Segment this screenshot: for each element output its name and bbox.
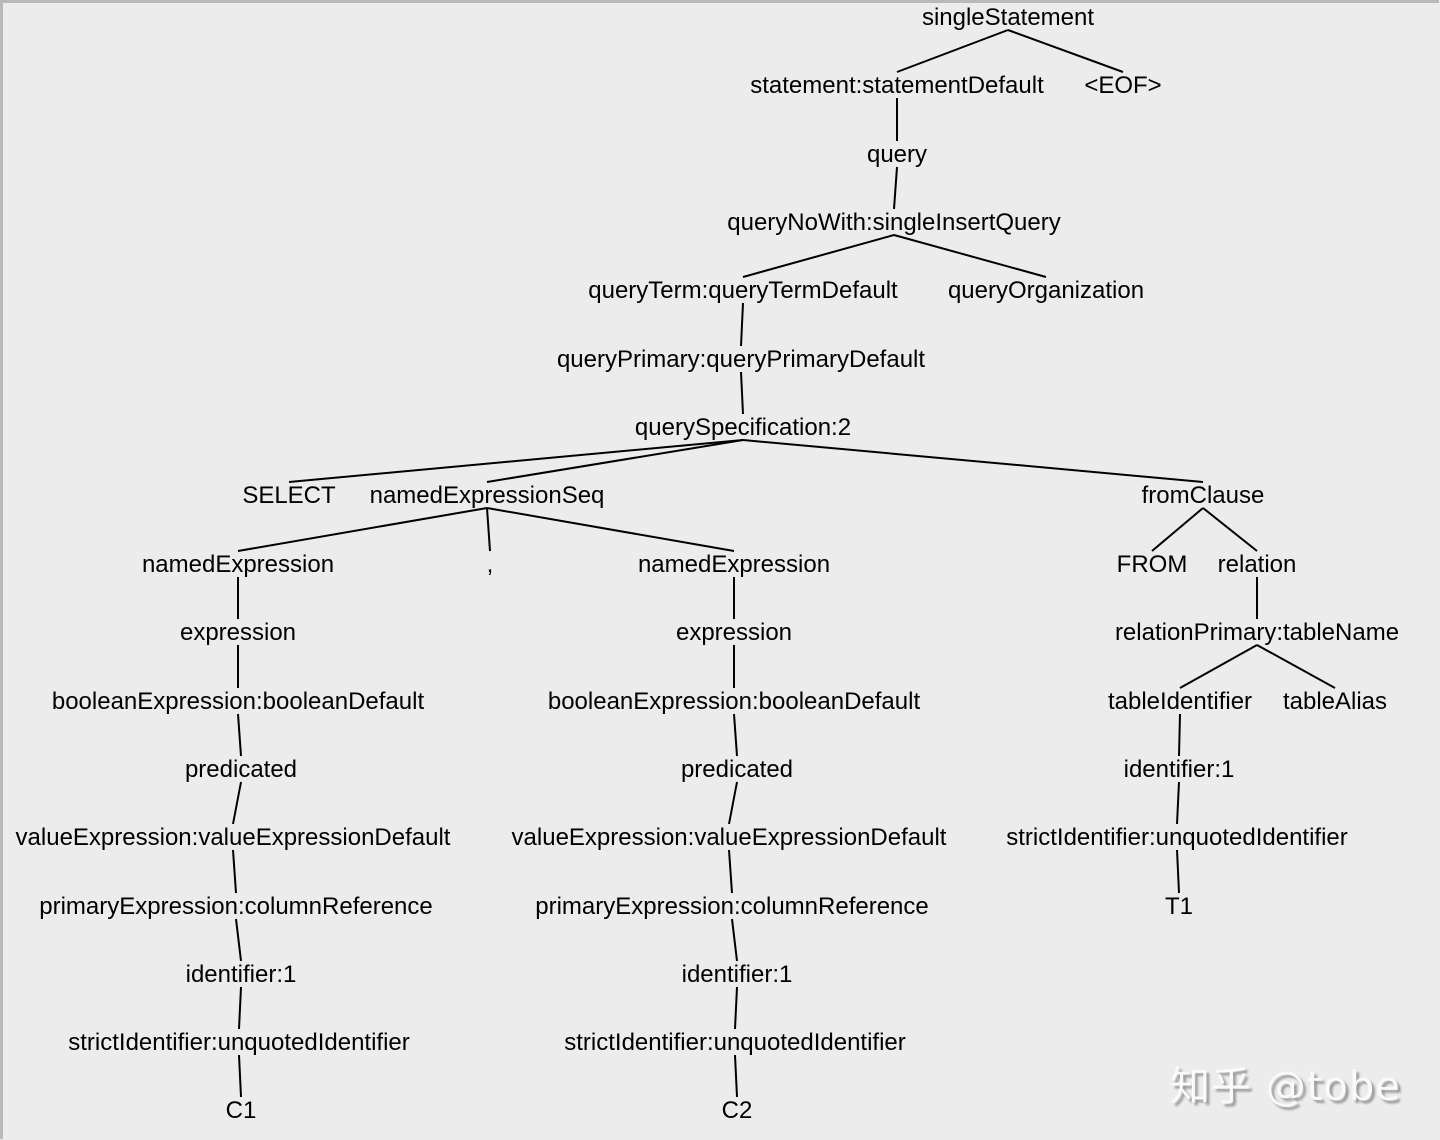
tree-node: C2	[722, 1097, 753, 1124]
tree-edge	[733, 713, 738, 757]
tree-node: booleanExpression:booleanDefault	[52, 688, 425, 715]
tree-node: C1	[226, 1097, 257, 1124]
tree-edge	[731, 918, 738, 962]
tree-edge	[235, 918, 242, 962]
tree-edge	[1256, 644, 1336, 689]
tree-node: queryTerm:queryTermDefault	[588, 277, 898, 304]
tree-node: querySpecification:2	[635, 414, 851, 441]
tree-node: strictIdentifier:unquotedIdentifier	[68, 1029, 410, 1056]
tree-edge	[238, 986, 242, 1030]
tree-node: namedExpressionSeq	[370, 482, 605, 509]
tree-node: T1	[1165, 893, 1193, 920]
tree-node: primaryExpression:columnReference	[39, 893, 433, 920]
tree-edge	[288, 439, 744, 483]
tree-edge	[1176, 849, 1180, 894]
tree-node: relationPrimary:tableName	[1115, 619, 1399, 646]
tree-edge	[734, 1054, 738, 1098]
tree-edge	[742, 439, 1204, 483]
tree-node: tableIdentifier	[1108, 688, 1252, 715]
tree-node: identifier:1	[682, 961, 793, 988]
tree-edge	[232, 849, 237, 894]
tree-edge	[734, 986, 738, 1030]
tree-node: relation	[1218, 551, 1297, 578]
tree-edge	[740, 371, 744, 415]
watermark: 知乎 @tobe	[1170, 1064, 1401, 1110]
tree-node: predicated	[185, 756, 297, 783]
tree-node: valueExpression:valueExpressionDefault	[512, 824, 947, 851]
tree-edge	[728, 781, 738, 825]
tree-edge	[237, 713, 242, 757]
tree-edge	[238, 1054, 242, 1098]
tree-node: query	[867, 141, 927, 168]
tree-edge	[742, 234, 895, 278]
tree-node: namedExpression	[142, 551, 334, 578]
tree-node: valueExpression:valueExpressionDefault	[16, 824, 451, 851]
tree-node: SELECT	[242, 482, 336, 509]
tree-edge	[237, 507, 488, 552]
tree-edge	[1178, 713, 1181, 757]
tree-node: queryPrimary:queryPrimaryDefault	[557, 346, 925, 373]
tree-node: <EOF>	[1084, 72, 1161, 99]
tree-node: expression	[180, 619, 296, 646]
tree-node: fromClause	[1142, 482, 1265, 509]
tree-edge	[1176, 781, 1180, 825]
tree-node: ,	[487, 551, 494, 578]
tree-node: statement:statementDefault	[750, 72, 1044, 99]
tree-node: strictIdentifier:unquotedIdentifier	[1006, 824, 1348, 851]
tree-node: booleanExpression:booleanDefault	[548, 688, 921, 715]
tree-edge	[486, 507, 491, 552]
tree-edge	[740, 302, 744, 347]
tree-edge	[893, 166, 898, 210]
tree-node: queryOrganization	[948, 277, 1144, 304]
tree-edge	[728, 849, 733, 894]
tree-edge	[1179, 644, 1258, 689]
tree-node: primaryExpression:columnReference	[535, 893, 929, 920]
tree-node: FROM	[1117, 551, 1188, 578]
tree-node: predicated	[681, 756, 793, 783]
tree-edge	[1151, 507, 1204, 552]
tree-edge	[486, 439, 744, 483]
tree-edge	[893, 234, 1047, 278]
tree-node: strictIdentifier:unquotedIdentifier	[564, 1029, 906, 1056]
tree-edge	[896, 29, 1009, 73]
tree-node: tableAlias	[1283, 688, 1387, 715]
tree-node: expression	[676, 619, 792, 646]
tree-edge	[486, 507, 735, 552]
tree-node: namedExpression	[638, 551, 830, 578]
tree-node: queryNoWith:singleInsertQuery	[727, 209, 1060, 236]
tree-node: identifier:1	[186, 961, 297, 988]
tree-edge	[232, 781, 242, 825]
tree-node: identifier:1	[1124, 756, 1235, 783]
tree-edge	[1007, 29, 1124, 73]
tree-edge	[1202, 507, 1258, 552]
tree-node: singleStatement	[922, 4, 1094, 31]
